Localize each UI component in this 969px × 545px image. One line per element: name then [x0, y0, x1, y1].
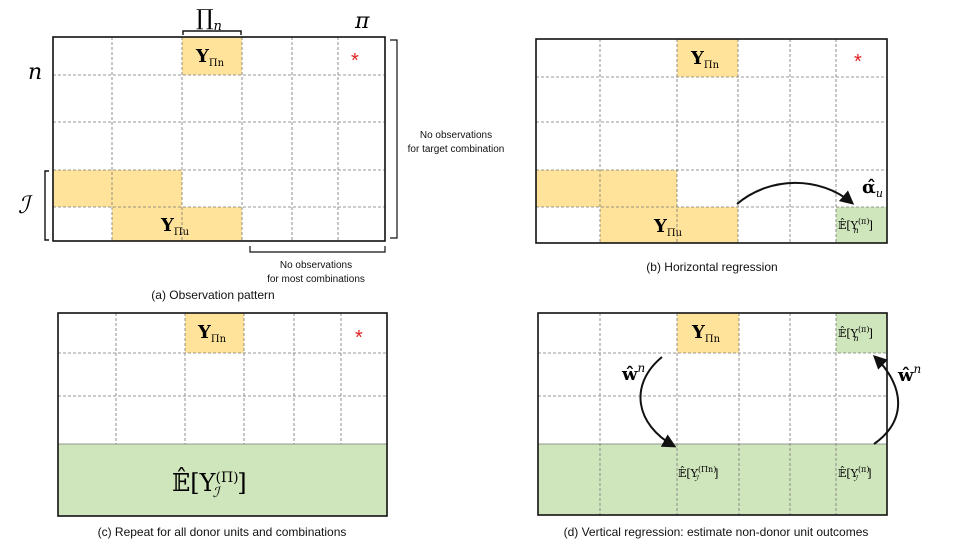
estimate-target-cell: 𝔼̂[Y(π)n] — [838, 325, 873, 343]
panel-d: YΠn 𝔼̂[Y(π)n] 𝔼̂[Y(Πn)ℐ] 𝔼̂[Y(π)ℐ] ŵn ŵn… — [537, 312, 921, 539]
note-bottom-line2: for most combinations — [267, 274, 365, 285]
horizontal-arrow — [736, 181, 855, 205]
matrix-frame-b — [535, 38, 888, 244]
note-bottom-line1: No observations — [280, 260, 352, 271]
pi-n-bracket — [182, 30, 242, 35]
w-hat-right-label: ŵn — [897, 362, 921, 386]
donor-bracket — [44, 170, 49, 241]
pi-n-label: ∏n — [196, 6, 222, 34]
pi-label: π — [354, 9, 370, 34]
caption-b: (b) Horizontal regression — [646, 260, 777, 274]
target-star: * — [351, 50, 359, 72]
n-label: n — [28, 60, 42, 85]
y-pi-u-cell: YΠu — [160, 215, 190, 238]
caption-c: (c) Repeat for all donor units and combi… — [98, 525, 347, 539]
matrix-frame-c — [57, 312, 388, 517]
caption-a: (a) Observation pattern — [151, 288, 274, 302]
y-pi-n-cell: YΠn — [691, 322, 721, 345]
target-star: * — [355, 327, 363, 349]
y-pi-n-cell: YΠn — [690, 48, 720, 71]
panel-b: YΠn YΠu * α̂u 𝔼̂[Y(π)n] (b) Horizontal r… — [535, 38, 888, 274]
caption-d: (d) Vertical regression: estimate non-do… — [564, 525, 869, 539]
panel-a: ∏n π n ℐ YΠn YΠu * No observations for t… — [18, 6, 504, 302]
alpha-hat-label: α̂u — [862, 177, 883, 200]
matrix-frame-d — [537, 312, 888, 516]
note-right-line2: for target combination — [408, 144, 505, 155]
target-star: * — [854, 51, 862, 73]
y-pi-n-cell: YΠn — [197, 322, 227, 345]
estimate-cell: 𝔼̂[Y(π)n] — [838, 217, 873, 235]
panel-c: YΠn * 𝔼̂[Y(Π)ℐ] (c) Repeat for all donor… — [57, 312, 388, 539]
donor-set-label: ℐ — [18, 191, 33, 219]
vertical-arrow-left — [639, 356, 677, 448]
note-right-line1: No observations — [420, 130, 492, 141]
y-pi-n-cell: YΠn — [195, 46, 225, 69]
w-hat-left-label: ŵn — [621, 361, 645, 385]
bottom-bracket — [249, 246, 386, 253]
right-bracket — [390, 39, 398, 239]
estimate-block: 𝔼̂[Y(Π)ℐ] — [172, 467, 247, 501]
y-pi-u-cell: YΠu — [653, 216, 683, 239]
estimate-donor-cell: 𝔼̂[Y(Πn)ℐ] — [678, 465, 718, 483]
estimate-target-donor-cell: 𝔼̂[Y(π)ℐ] — [838, 465, 872, 483]
vertical-arrow-right — [872, 355, 900, 445]
matrix-frame-a — [52, 36, 386, 242]
